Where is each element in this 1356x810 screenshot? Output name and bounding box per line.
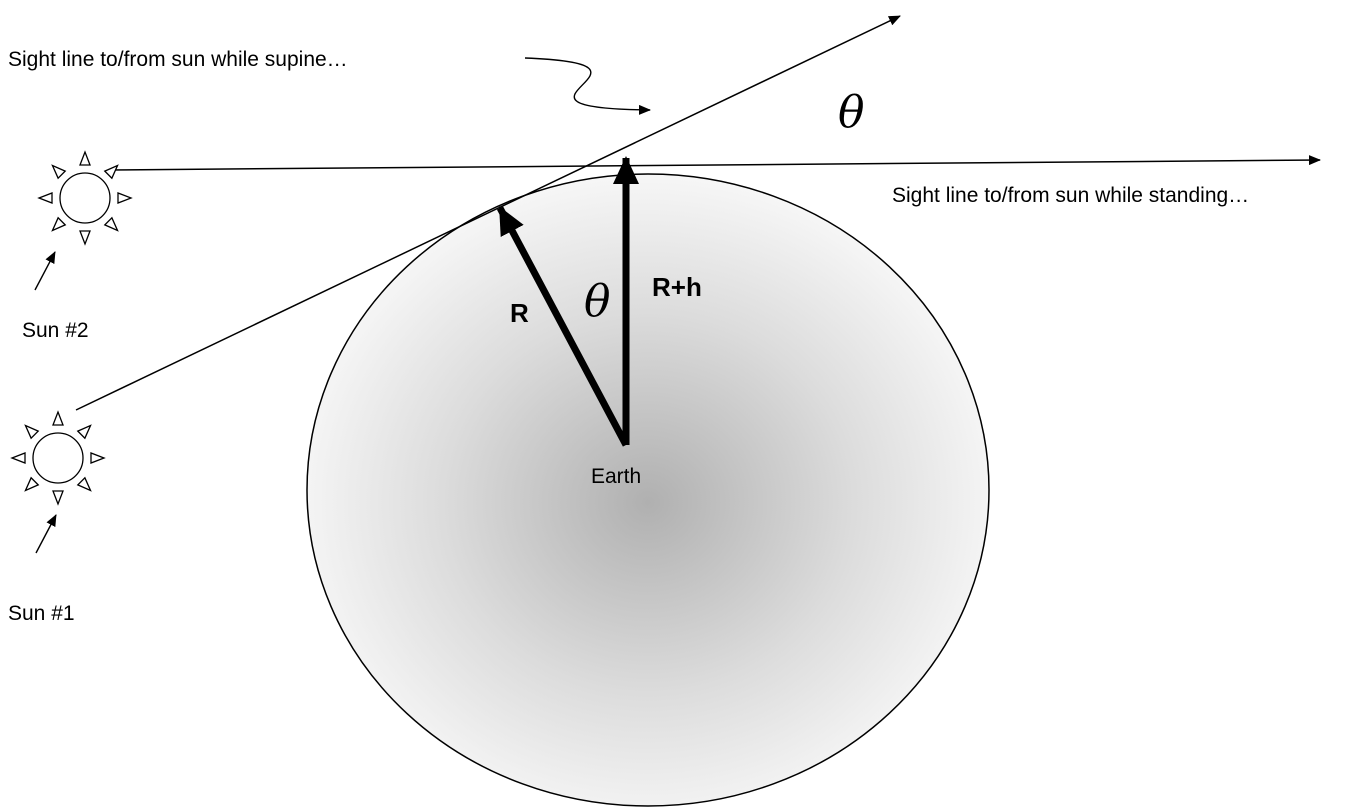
- earth-label: Earth: [591, 465, 641, 488]
- theta-center-label: θ: [584, 276, 611, 327]
- theta-top-label: θ: [838, 87, 865, 138]
- radius-arrow: [496, 206, 630, 447]
- supine-label: Sight line to/from sun while supine…: [8, 48, 348, 71]
- standing-sight-line: [109, 155, 1321, 171]
- standing-label: Sight line to/from sun while standing…: [892, 184, 1249, 207]
- supine-pointer-arrow: [524, 57, 651, 115]
- sun-icon: [11, 411, 105, 505]
- sun1-label: Sun #1: [8, 602, 75, 625]
- sun-icon: [38, 151, 132, 245]
- radius-plus-h-label: R+h: [652, 272, 702, 302]
- sun1-pointer-arrow: [35, 514, 57, 554]
- earth-circle: [306, 173, 990, 807]
- sun2-label: Sun #2: [22, 319, 89, 342]
- radius-label: R: [510, 298, 529, 328]
- sun2-pointer-arrow: [34, 251, 56, 291]
- supine-sight-line: [75, 15, 901, 411]
